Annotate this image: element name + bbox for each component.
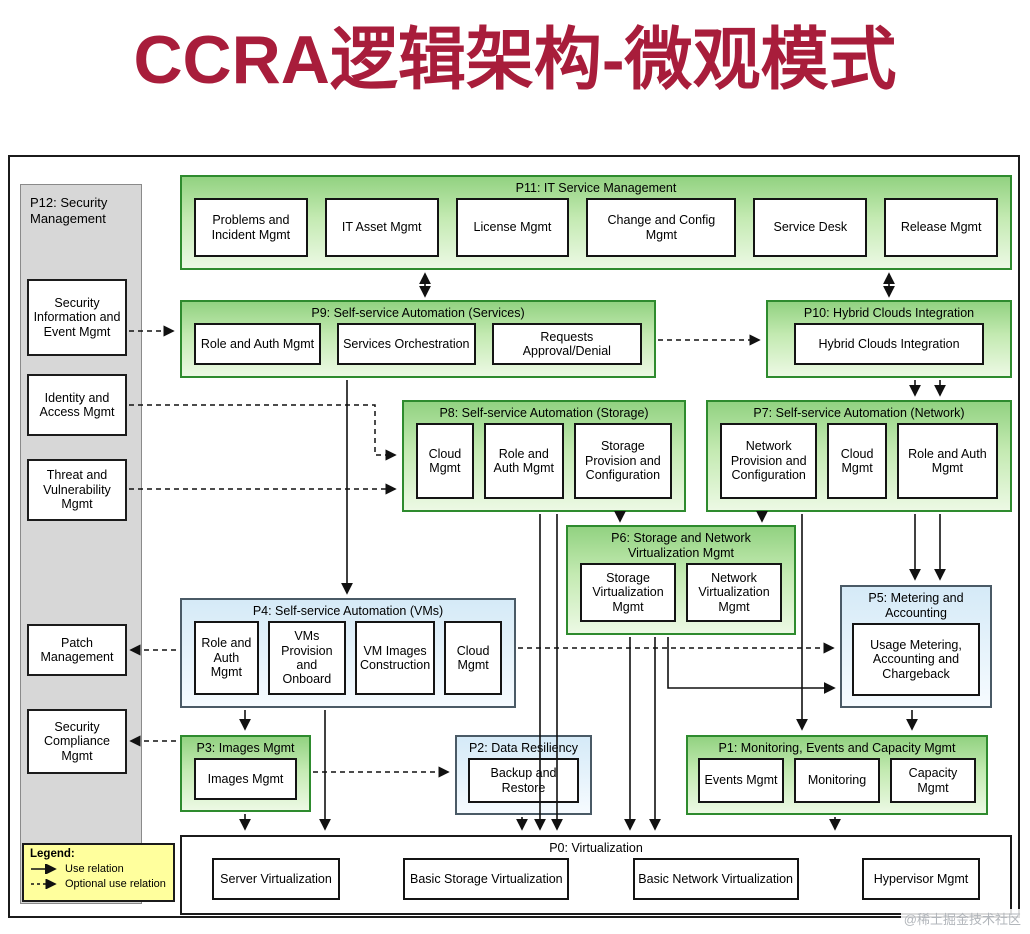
component: Cloud Mgmt [444, 621, 502, 695]
component: Basic Network Virtualization [632, 858, 799, 900]
component: Storage Provision and Configuration [573, 423, 672, 499]
component: Problems and Incident Mgmt [194, 198, 308, 257]
block-p2: P2: Data Resiliency Backup and Restore [455, 735, 592, 815]
block-p2-title: P2: Data Resiliency [468, 741, 579, 755]
component: Hypervisor Mgmt [861, 858, 980, 900]
component: Server Virtualization [212, 858, 340, 900]
component: Services Orchestration [336, 323, 476, 365]
component: Backup and Restore [468, 758, 579, 803]
component-security-info-event-mgmt: Security Information and Event Mgmt [27, 279, 127, 356]
block-p9: P9: Self-service Automation (Services) R… [180, 300, 656, 378]
legend: Legend: Use relation Optional use relati… [22, 843, 175, 902]
component: Monitoring [794, 758, 880, 803]
component-identity-access-mgmt: Identity and Access Mgmt [27, 374, 127, 436]
block-p0: P0: Virtualization Server Virtualization… [180, 835, 1012, 915]
component: Images Mgmt [194, 758, 297, 800]
block-p8: P8: Self-service Automation (Storage) Cl… [402, 400, 686, 512]
component: IT Asset Mgmt [324, 198, 439, 257]
legend-optional-label: Optional use relation [65, 878, 166, 890]
component: Network Provision and Configuration [720, 423, 818, 499]
component: Network Virtualization Mgmt [686, 563, 782, 622]
block-p10: P10: Hybrid Clouds Integration Hybrid Cl… [766, 300, 1012, 378]
component-security-compliance-mgmt: Security Compliance Mgmt [27, 709, 127, 774]
component: Usage Metering, Accounting and Chargebac… [852, 623, 980, 696]
component: Hybrid Clouds Integration [794, 323, 984, 365]
block-p1-title: P1: Monitoring, Events and Capacity Mgmt [718, 741, 956, 755]
use-relation-arrow-icon [31, 864, 57, 874]
diagram-frame [8, 155, 1020, 918]
component: Basic Storage Virtualization [403, 858, 570, 900]
component: Capacity Mgmt [890, 758, 976, 803]
block-p4: P4: Self-service Automation (VMs) Role a… [180, 598, 516, 708]
block-p5: P5: Metering and Accounting Usage Meteri… [840, 585, 992, 708]
component: Events Mgmt [698, 758, 784, 803]
legend-heading: Legend: [30, 848, 75, 860]
component: Role and Auth Mgmt [194, 621, 259, 695]
component: Requests Approval/Denial [491, 323, 642, 365]
component: Change and Config Mgmt [586, 198, 737, 257]
block-p7-title: P7: Self-service Automation (Network) [753, 406, 965, 420]
component-threat-vulnerability-mgmt: Threat and Vulnerability Mgmt [27, 459, 127, 521]
block-p3: P3: Images Mgmt Images Mgmt [180, 735, 311, 812]
block-p4-title: P4: Self-service Automation (VMs) [252, 604, 444, 618]
legend-use-label: Use relation [65, 863, 124, 875]
block-p11: P11: IT Service Management Problems and … [180, 175, 1012, 270]
component: Cloud Mgmt [416, 423, 474, 499]
block-p0-title: P0: Virtualization [549, 841, 643, 855]
block-p11-title: P11: IT Service Management [515, 181, 677, 195]
block-p6-title: P6: Storage and Network Virtualization M… [611, 531, 751, 560]
component: License Mgmt [455, 198, 570, 257]
component: Service Desk [753, 198, 868, 257]
block-p12-title: P12: Security Management [30, 195, 108, 227]
component: Role and Auth Mgmt [483, 423, 564, 499]
block-p9-title: P9: Self-service Automation (Services) [311, 306, 525, 320]
page-title: CCRA逻辑架构-微观模式 [133, 22, 897, 98]
component: Cloud Mgmt [827, 423, 887, 499]
block-p5-title: P5: Metering and Accounting [868, 591, 964, 620]
block-p7: P7: Self-service Automation (Network) Ne… [706, 400, 1012, 512]
block-p8-title: P8: Self-service Automation (Storage) [439, 406, 649, 420]
component: VM Images Construction [355, 621, 436, 695]
component-patch-management: Patch Management [27, 624, 127, 676]
component: VMs Provision and Onboard [267, 621, 346, 695]
watermark: @稀土掘金技术社区 [900, 909, 1024, 928]
block-p6: P6: Storage and Network Virtualization M… [566, 525, 796, 635]
component: Storage Virtualization Mgmt [580, 563, 676, 622]
component: Role and Auth Mgmt [194, 323, 321, 365]
block-p3-title: P3: Images Mgmt [196, 741, 295, 755]
block-p10-title: P10: Hybrid Clouds Integration [803, 306, 975, 320]
component: Role and Auth Mgmt [896, 423, 999, 499]
component: Release Mgmt [884, 198, 999, 257]
block-p1: P1: Monitoring, Events and Capacity Mgmt… [686, 735, 988, 815]
optional-use-relation-arrow-icon [31, 879, 57, 889]
